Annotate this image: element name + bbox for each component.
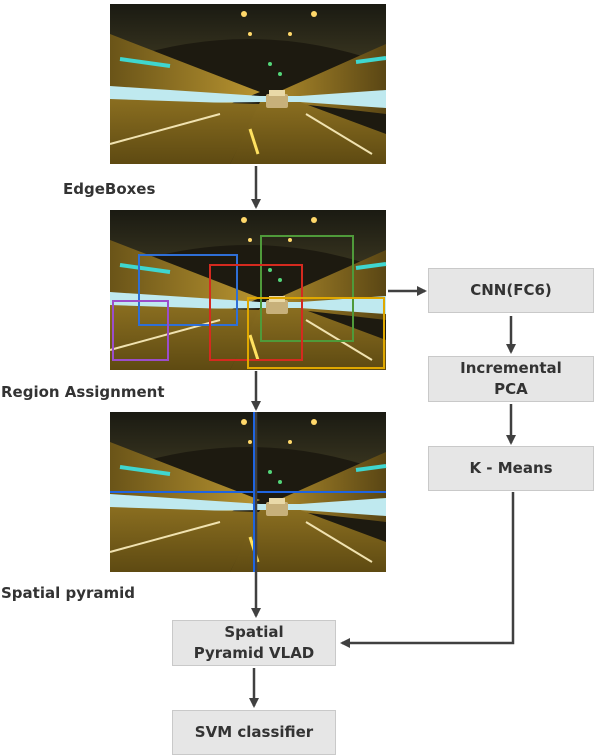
input-image <box>108 2 388 166</box>
spatial-pyramid-vlad-box: Spatial Pyramid VLAD <box>172 620 336 666</box>
spatial-pyramid-image <box>108 410 388 574</box>
flow-arrows <box>249 166 516 708</box>
svm-classifier-box: SVM classifier <box>172 710 336 755</box>
region-box-blue <box>138 254 238 326</box>
region-box-red <box>209 264 303 361</box>
label-edgeboxes: EdgeBoxes <box>63 180 156 198</box>
region-box-green <box>260 235 354 342</box>
kmeans-box: K - Means <box>428 446 594 491</box>
region-box-purple <box>112 300 169 361</box>
incremental-pca-box: Incremental PCA <box>428 356 594 402</box>
label-spatial-pyramid: Spatial pyramid <box>1 584 136 602</box>
arrow-kmeans-to-vlad <box>340 492 515 648</box>
region-box-yellow <box>247 297 385 369</box>
region-proposals-image <box>108 208 388 372</box>
cnn-fc6-box: CNN(FC6) <box>428 268 594 313</box>
label-region-assignment: Region Assignment <box>1 383 165 401</box>
